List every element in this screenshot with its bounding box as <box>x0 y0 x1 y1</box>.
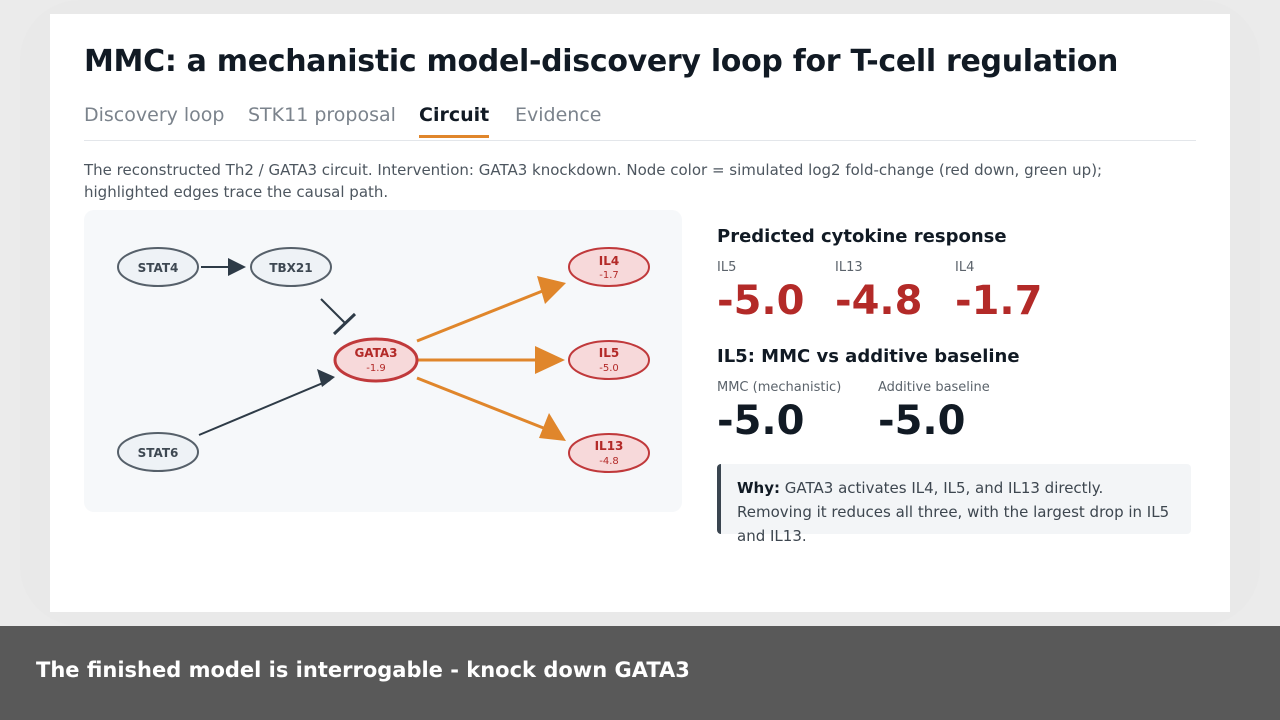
node-stat4-label: STAT4 <box>138 261 179 275</box>
comparison-title: IL5: MMC vs additive baseline <box>717 346 1020 367</box>
subtitle-text: The finished model is interrogable - kno… <box>36 658 690 682</box>
page-title: MMC: a mechanistic model-discovery loop … <box>84 44 1119 79</box>
edge-gata3-il4-arrowhead <box>537 276 566 304</box>
node-il4-value: -1.7 <box>599 270 619 281</box>
edge-gata3-il5-arrowhead <box>535 346 565 374</box>
predicted-il4-label: IL4 <box>955 260 975 275</box>
predicted-il4-value: -1.7 <box>955 278 1043 324</box>
why-explanation: GATA3 activates IL4, IL5, and IL13 direc… <box>737 479 1170 545</box>
mmc-label: MMC (mechanistic) <box>717 380 842 395</box>
node-il13-label: IL13 <box>595 439 624 453</box>
tab-circuit[interactable]: Circuit <box>419 104 490 138</box>
node-il4: IL4 -1.7 <box>568 247 650 287</box>
circuit-description: The reconstructed Th2 / GATA3 circuit. I… <box>84 161 1103 201</box>
why-label: Why: <box>737 479 781 497</box>
why-text: Why: GATA3 activates IL4, IL5, and IL13 … <box>737 476 1181 548</box>
circuit-svg: STAT4 TBX21 GATA3 -1.9 STAT6 IL4 -1.7 <box>117 247 650 473</box>
node-il5-label: IL5 <box>599 346 619 360</box>
edge-stat6-gata3-arrowhead <box>317 369 335 387</box>
edge-gata3-il4 <box>416 288 546 343</box>
node-il4-label: IL4 <box>599 254 619 268</box>
edge-gata3-il13-arrowhead <box>539 413 566 441</box>
edge-stat6-gata3 <box>198 379 331 436</box>
predicted-il5-value: -5.0 <box>717 278 805 324</box>
tab-stk11-proposal[interactable]: STK11 proposal <box>248 104 396 126</box>
slide-card: MMC: a mechanistic model-discovery loop … <box>50 14 1230 612</box>
edge-tbx21-gata3-inhibit <box>320 298 347 325</box>
tab-evidence[interactable]: Evidence <box>515 104 602 126</box>
additive-baseline-label: Additive baseline <box>878 380 990 395</box>
why-callout: Why: GATA3 activates IL4, IL5, and IL13 … <box>717 464 1191 545</box>
predicted-response-title: Predicted cytokine response <box>717 226 1007 247</box>
node-gata3: GATA3 -1.9 <box>333 337 419 383</box>
node-stat6: STAT6 <box>117 432 199 472</box>
edge-stat4-tbx21-arrowhead <box>228 258 246 276</box>
edge-gata3-il13 <box>416 376 547 431</box>
node-il13-value: -4.8 <box>599 456 619 467</box>
node-il5: IL5 -5.0 <box>568 340 650 380</box>
tab-discovery-loop[interactable]: Discovery loop <box>84 104 225 126</box>
node-stat4: STAT4 <box>117 247 199 287</box>
node-gata3-label: GATA3 <box>354 346 397 360</box>
subtitle-bar: The finished model is interrogable - kno… <box>0 626 1280 720</box>
predicted-il13-label: IL13 <box>835 260 863 275</box>
node-il5-value: -5.0 <box>599 363 619 374</box>
node-il13: IL13 -4.8 <box>568 433 650 473</box>
node-tbx21-label: TBX21 <box>269 261 312 275</box>
tab-bar: Discovery loop STK11 proposal Circuit Ev… <box>84 104 1196 141</box>
predicted-il13-value: -4.8 <box>835 278 923 324</box>
node-tbx21: TBX21 <box>250 247 332 287</box>
mmc-value: -5.0 <box>717 398 805 444</box>
node-stat6-label: STAT6 <box>138 446 179 460</box>
predicted-il5-label: IL5 <box>717 260 737 275</box>
node-gata3-value: -1.9 <box>366 363 386 374</box>
circuit-diagram: STAT4 TBX21 GATA3 -1.9 STAT6 IL4 -1.7 <box>84 210 682 512</box>
additive-baseline-value: -5.0 <box>878 398 966 444</box>
edge-tbx21-gata3-bar <box>332 312 357 336</box>
